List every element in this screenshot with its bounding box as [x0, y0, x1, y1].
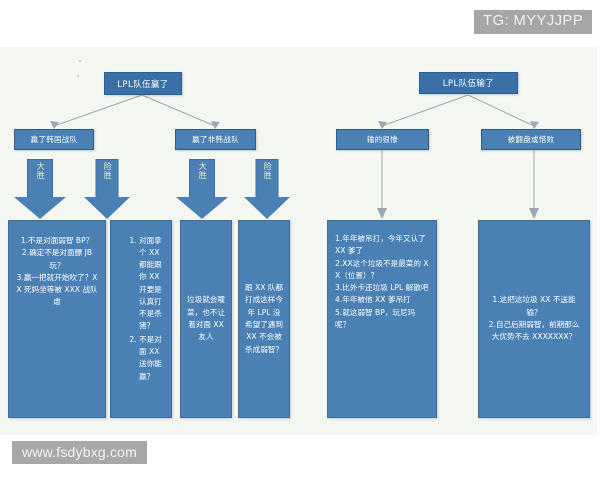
- node-label: LPL队伍输了: [442, 79, 495, 89]
- node-beat-nonkorean[interactable]: 赢了非韩战队: [175, 129, 256, 150]
- comment-line: 4.年年被他 XX 爹吊打: [335, 295, 411, 305]
- box-comments-comeback[interactable]: 1.这把这垃圾 XX 不送能输？ 2.自己后期弱智，前期那么大优势不去 XXXX…: [478, 220, 590, 418]
- node-beat-korean[interactable]: 赢了韩国战队: [14, 129, 94, 150]
- node-root-lose[interactable]: LPL队伍输了: [419, 72, 518, 94]
- tg-watermark-tag: TG: MYYJJPP: [474, 10, 592, 34]
- node-lost-badly[interactable]: 输的很惨: [336, 129, 429, 150]
- arrow-label: 大胜: [36, 162, 46, 180]
- box-comments-close-win-nonkorean[interactable]: 跟 XX 队都打成这样今年 LPL 没希望了遇到 XX 不会被杀成弱智？: [238, 220, 290, 418]
- arrow-label: 大胜: [198, 162, 208, 180]
- comment-item: 不是对面 XX 送你能赢？: [139, 334, 165, 383]
- node-label: 赢了非韩战队: [192, 135, 239, 144]
- node-comeback-or-close[interactable]: 被翻盘或惜败: [481, 129, 581, 150]
- comment-line: 垃圾就会嚯菜，也不让着对面 XX 友人: [187, 295, 225, 342]
- comment-line: 5.就这弱智 BP，玩尼玛呢？: [335, 307, 416, 330]
- comment-line: 2.XX这个垃圾不是最菜的 XX（位置）？: [335, 258, 429, 280]
- comment-line: 1.年年被吊打，今年又认了 XX 爹了: [335, 234, 426, 256]
- node-label: LPL队伍赢了: [117, 79, 169, 90]
- artifact-speck: [79, 60, 81, 62]
- comment-line: 2.自己后期弱智，前期那么大优势不去 XXXXXXX？: [488, 320, 580, 342]
- comment-line: 2.确定不是对面膘 JB 玩？: [21, 248, 93, 270]
- box-comments-close-win-korean[interactable]: 对面拿个 XX 都能跟你 XX 开要是认真打不是杀猪？ 不是对面 XX 送你能赢…: [110, 220, 172, 418]
- flowchart-canvas: LPL队伍赢了 LPL队伍输了 赢了韩国战队 赢了非韩战队 输的很惨 被翻盘或惜…: [0, 47, 600, 435]
- arrow-big-win-nonkorean: 大胜: [176, 159, 228, 219]
- comment-line: 1.不是对面弱智 BP？: [20, 236, 94, 245]
- box-comments-big-win-korean[interactable]: 1.不是对面弱智 BP？ 2.确定不是对面膘 JB 玩？ 3.赢一把就开始吹了？…: [8, 220, 106, 418]
- node-label: 赢了韩国战队: [30, 135, 78, 144]
- comment-line: 1.这把这垃圾 XX 不送能输？: [492, 295, 576, 317]
- comment-line: 跟 XX 队都打成这样今年 LPL 没希望了遇到 XX 不会被杀成弱智？: [244, 283, 283, 354]
- arrow-label: 险胜: [263, 162, 273, 180]
- arrow-label: 险胜: [103, 162, 113, 180]
- arrow-close-win-korean: 险胜: [84, 159, 130, 219]
- comment-line: 3.比外卡还垃圾 LPL 解散吧: [335, 283, 429, 293]
- arrow-close-win-nonkorean: 险胜: [244, 159, 290, 219]
- box-comments-lost-badly[interactable]: 1.年年被吊打，今年又认了 XX 爹了 2.XX这个垃圾不是最菜的 XX（位置）…: [327, 220, 437, 418]
- site-watermark: www.fsdybxg.com: [12, 441, 148, 464]
- artifact-speck: [77, 75, 79, 77]
- arrow-big-win-korean: 大胜: [14, 159, 66, 219]
- top-white-band: TG: MYYJJPP: [0, 0, 600, 47]
- node-label: 输的很惨: [366, 135, 399, 144]
- comment-item: 对面拿个 XX 都能跟你 XX 开要是认真打不是杀猪？: [139, 235, 165, 332]
- box-comments-big-win-nonkorean[interactable]: 垃圾就会嚯菜，也不让着对面 XX 友人: [180, 220, 232, 418]
- node-label: 被翻盘或惜败: [507, 135, 555, 144]
- node-root-win[interactable]: LPL队伍赢了: [104, 72, 182, 95]
- comment-line: 3.赢一把就开始吹了？XX 死妈坐等被 XXX 战队虐: [16, 272, 98, 307]
